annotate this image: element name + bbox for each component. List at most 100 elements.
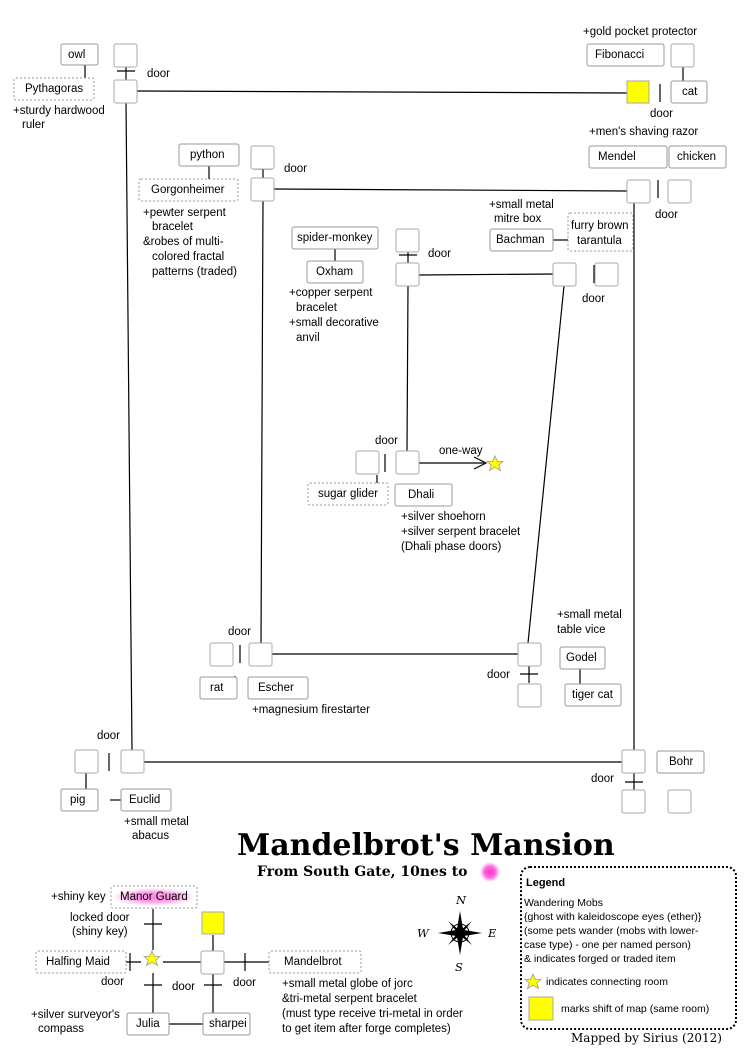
- python-label: python: [190, 149, 225, 161]
- destination-marker: [480, 862, 500, 882]
- mendel-item: +men's shaving razor: [589, 126, 699, 138]
- compass-e: E: [488, 926, 497, 940]
- compass-rose: [438, 911, 482, 955]
- mandelbrot-label: Mandelbrot: [284, 956, 342, 968]
- chicken-label: chicken: [677, 151, 716, 163]
- map-title: Mandelbrot's Mansion: [237, 828, 615, 863]
- gorgonheimer-item: &robes of multi-: [143, 236, 224, 248]
- room: [120, 749, 145, 774]
- pythagoras-item: ruler: [22, 119, 46, 131]
- room: [250, 145, 275, 170]
- dhali-item: +silver shoehorn: [401, 511, 486, 523]
- godel-item: +small metal: [557, 609, 622, 621]
- room: [395, 262, 420, 287]
- room: [621, 789, 646, 814]
- room: [209, 642, 234, 667]
- door-label: door: [147, 68, 171, 80]
- tarantula-label-2: tarantula: [577, 235, 622, 247]
- room: [355, 450, 380, 475]
- map-shift-marker: [626, 80, 650, 104]
- door-label: door: [428, 248, 452, 260]
- gorgonheimer-item: patterns (traded): [152, 266, 238, 278]
- room: [667, 179, 692, 204]
- room: [113, 79, 138, 104]
- pythagoras-item: +sturdy hardwood: [13, 105, 105, 117]
- room: [670, 43, 695, 68]
- legend-square-marker: [528, 996, 554, 1021]
- julia-item: compass: [38, 1023, 85, 1035]
- compass-w: W: [417, 926, 429, 940]
- owl-label: owl: [68, 49, 86, 61]
- gorgonheimer-item: bracelet: [152, 221, 193, 233]
- map-subtitle: From South Gate, 10nes to: [257, 864, 468, 880]
- door-label: door: [487, 669, 511, 681]
- room: [395, 450, 420, 475]
- sharpei-label: sharpei: [209, 1018, 247, 1030]
- escher-label: Escher: [258, 682, 294, 694]
- manor-guard-label: Manor Guard: [120, 891, 188, 903]
- escher-item: +magnesium firestarter: [252, 704, 370, 716]
- legend-line: {ghost with kaleidoscope eyes (ether)}: [524, 911, 702, 923]
- door-label: door: [655, 209, 679, 221]
- bachman-item: +small metal: [489, 199, 554, 211]
- oxham-item: +small decorative: [289, 317, 379, 329]
- legend-star: [523, 973, 543, 990]
- bachman-label: Bachman: [496, 234, 545, 246]
- compass-n: N: [456, 893, 467, 907]
- bohr-label: Bohr: [669, 756, 694, 768]
- room: [200, 950, 225, 975]
- mandelbrot-item: (must type receive tri-metal in order: [282, 1008, 463, 1020]
- name-boxes: [13, 43, 727, 1036]
- room: [395, 228, 420, 253]
- door-label: door: [228, 626, 252, 638]
- door-label: door: [284, 163, 308, 175]
- dhali-item: (Dhali phase doors): [401, 541, 502, 553]
- euclid-item: +small metal: [124, 816, 189, 828]
- manor-guard-highlight: [113, 888, 195, 906]
- door-label: door: [101, 976, 125, 988]
- fibonacci-label: Fibonacci: [595, 49, 645, 61]
- map-credit: Mapped by Sirius (2012): [571, 1031, 722, 1045]
- room: [594, 262, 619, 287]
- gorgonheimer-item: colored fractal: [152, 251, 225, 263]
- mandelbrot-item: +small metal globe of jorc: [282, 978, 413, 990]
- spider-monkey-label: spider-monkey: [297, 232, 373, 244]
- euclid-label: Euclid: [129, 794, 161, 806]
- oxham-item: +copper serpent: [289, 287, 373, 299]
- legend-line: case type) - one per named person): [524, 939, 691, 951]
- mendel-label: Mendel: [598, 151, 636, 163]
- legend-square-text: marks shift of map (same room): [561, 1003, 710, 1015]
- legend-line: (some pets wander (mobs with lower-: [524, 925, 699, 937]
- oxham-label: Oxham: [316, 266, 354, 278]
- dhali-label: Dhali: [408, 489, 435, 501]
- euclid-item: abacus: [132, 830, 170, 842]
- room: [74, 749, 99, 774]
- mandelbrot-item: &tri-metal serpent bracelet: [282, 993, 417, 1005]
- door-label: door: [375, 435, 399, 447]
- door-label: door: [591, 773, 615, 785]
- locked-door-label: locked door: [70, 912, 130, 924]
- door-label: door: [233, 977, 257, 989]
- room: [250, 177, 275, 202]
- room-boxes: [74, 43, 695, 975]
- tiger-cat-label: tiger cat: [572, 689, 613, 701]
- sugar-glider-label: sugar glider: [318, 488, 379, 500]
- godel-label: Godel: [566, 652, 597, 664]
- room: [621, 749, 646, 774]
- room: [113, 43, 138, 68]
- mandelbrot-item: to get item after forge completes): [282, 1023, 451, 1035]
- oxham-item: bracelet: [296, 302, 337, 314]
- map-shift-marker: [201, 911, 225, 935]
- legend-star-text: indicates connecting room: [546, 976, 668, 988]
- dhali-item: +silver serpent bracelet: [401, 526, 521, 538]
- connecting-room-star: [485, 455, 505, 472]
- gorgonheimer-label: Gorgonheimer: [151, 184, 225, 196]
- halfing-maid-label: Halfing Maid: [46, 956, 110, 968]
- gorgonheimer-item: +pewter serpent: [143, 207, 226, 219]
- cat-label: cat: [682, 86, 698, 98]
- julia-label: Julia: [136, 1018, 160, 1030]
- door-label: door: [650, 108, 674, 120]
- one-way-label: one-way: [439, 445, 483, 457]
- godel-item: table vice: [557, 624, 606, 636]
